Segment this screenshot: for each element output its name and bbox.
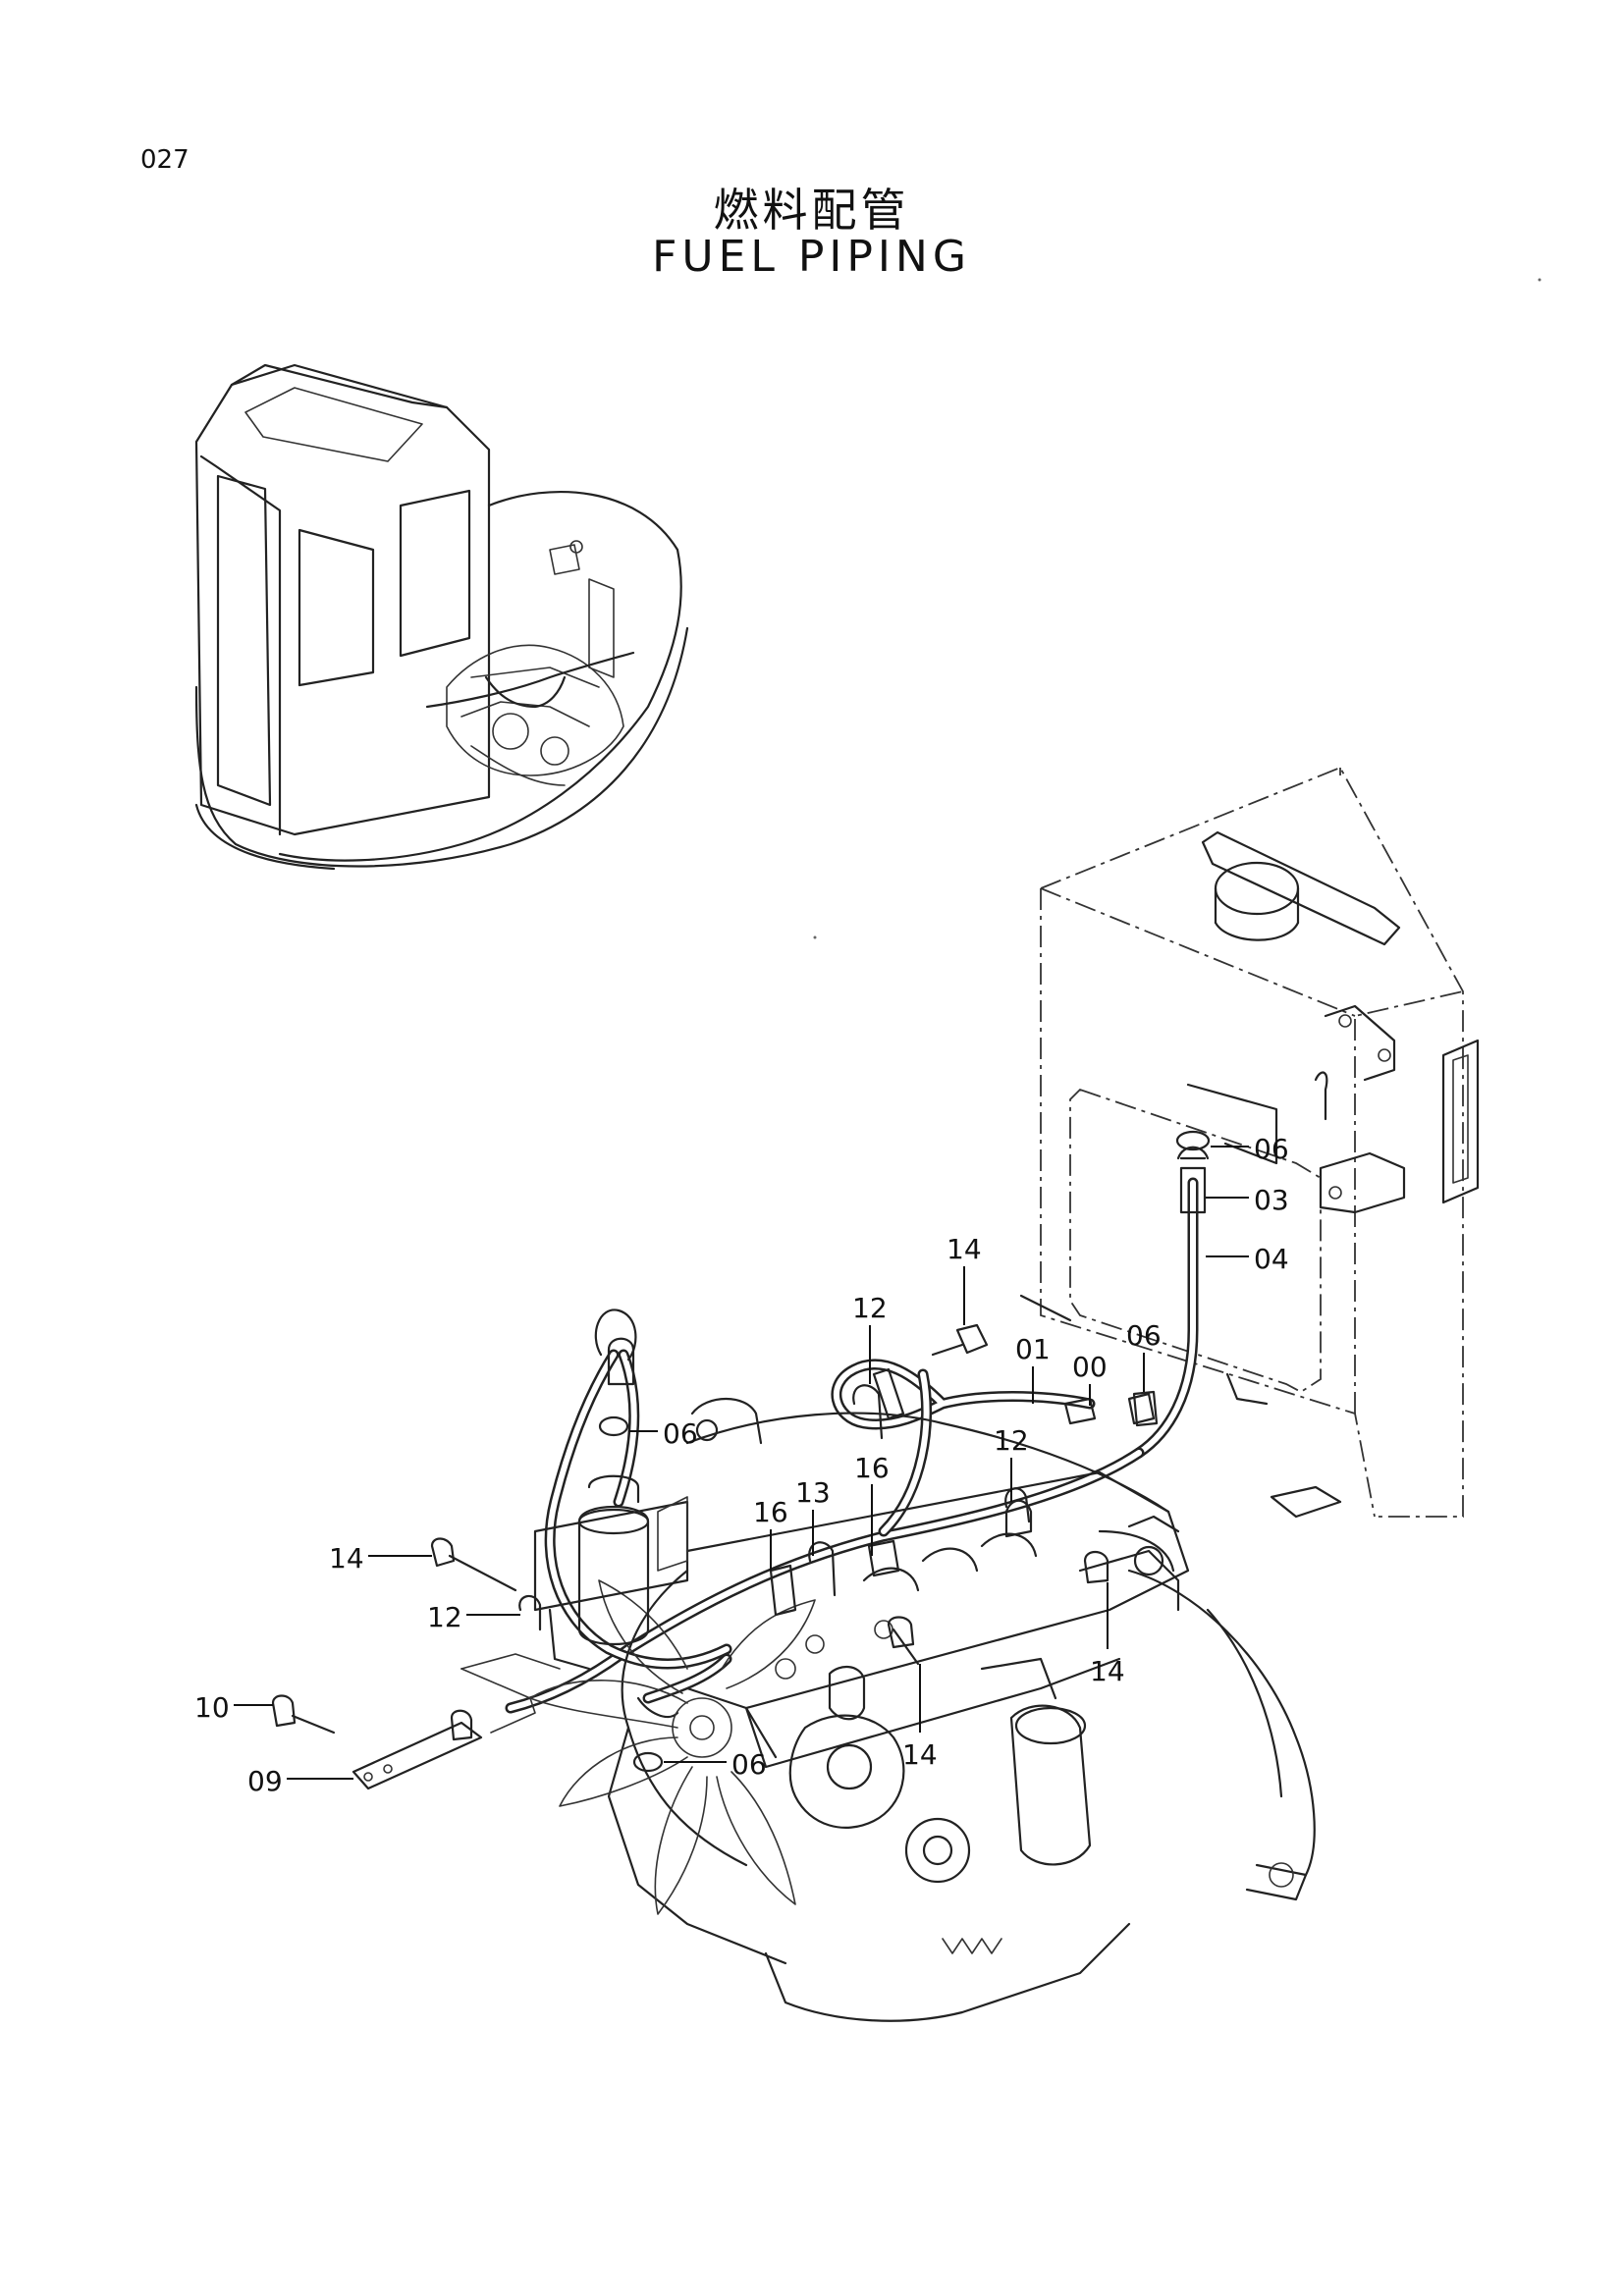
callout-06-upper-left: 06 bbox=[628, 1417, 698, 1450]
scan-speck bbox=[1538, 278, 1542, 282]
title-english: FUEL PIPING bbox=[652, 232, 971, 282]
callout-10: 10 bbox=[194, 1691, 273, 1724]
fasteners bbox=[271, 1130, 1211, 1790]
callout-12-top: 12 bbox=[852, 1292, 888, 1384]
svg-text:06: 06 bbox=[663, 1417, 698, 1450]
page-number: 027 bbox=[140, 145, 189, 175]
engine bbox=[529, 1397, 1316, 2022]
svg-text:00: 00 bbox=[1072, 1351, 1108, 1383]
callout-13: 13 bbox=[795, 1476, 831, 1556]
callout-04: 04 bbox=[1206, 1243, 1289, 1275]
svg-text:03: 03 bbox=[1254, 1184, 1289, 1216]
callout-12-mid: 12 bbox=[994, 1424, 1029, 1502]
callout-06-lower: 06 bbox=[664, 1748, 767, 1781]
callout-09: 09 bbox=[247, 1765, 353, 1797]
svg-text:06: 06 bbox=[1126, 1319, 1162, 1352]
svg-text:14: 14 bbox=[1090, 1655, 1125, 1687]
callout-16-lower: 16 bbox=[753, 1496, 788, 1571]
svg-text:14: 14 bbox=[329, 1542, 364, 1575]
callout-14-left: 14 bbox=[329, 1542, 432, 1575]
callout-01: 01 bbox=[1015, 1333, 1051, 1404]
fuel-filter bbox=[533, 1474, 689, 1671]
excavator-inset bbox=[194, 363, 689, 871]
callout-00: 00 bbox=[1072, 1351, 1108, 1406]
svg-text:13: 13 bbox=[795, 1476, 831, 1509]
scan-speck bbox=[813, 935, 817, 939]
callout-03: 03 bbox=[1206, 1184, 1289, 1216]
title-japanese: 燃料配管 bbox=[713, 184, 910, 237]
svg-text:06: 06 bbox=[731, 1748, 767, 1781]
callout-06-right: 06 bbox=[1126, 1319, 1162, 1392]
svg-text:12: 12 bbox=[427, 1601, 462, 1633]
cooling-fan bbox=[529, 1579, 816, 1915]
callout-12-left: 12 bbox=[427, 1601, 520, 1633]
callout-labels: 06 03 04 14 12 01 00 06 bbox=[194, 1133, 1289, 1797]
svg-text:06: 06 bbox=[1254, 1133, 1289, 1165]
callout-14-top: 14 bbox=[947, 1233, 982, 1325]
svg-text:04: 04 bbox=[1254, 1243, 1289, 1275]
svg-text:16: 16 bbox=[753, 1496, 788, 1528]
svg-text:14: 14 bbox=[902, 1738, 938, 1771]
engine-sketch-inset bbox=[425, 540, 635, 786]
callout-14-middle: 14 bbox=[902, 1664, 938, 1771]
svg-text:12: 12 bbox=[994, 1424, 1029, 1457]
svg-text:10: 10 bbox=[194, 1691, 230, 1724]
fuel-hoses bbox=[505, 1083, 1278, 1719]
svg-text:16: 16 bbox=[854, 1452, 890, 1484]
svg-text:12: 12 bbox=[852, 1292, 888, 1324]
svg-text:01: 01 bbox=[1015, 1333, 1051, 1365]
svg-text:14: 14 bbox=[947, 1233, 982, 1265]
fuel-tank bbox=[1019, 766, 1480, 1519]
callout-14-right: 14 bbox=[1090, 1582, 1125, 1687]
svg-text:09: 09 bbox=[247, 1765, 283, 1797]
callout-16-upper: 16 bbox=[854, 1452, 890, 1556]
callout-06-tank: 06 bbox=[1211, 1133, 1289, 1165]
